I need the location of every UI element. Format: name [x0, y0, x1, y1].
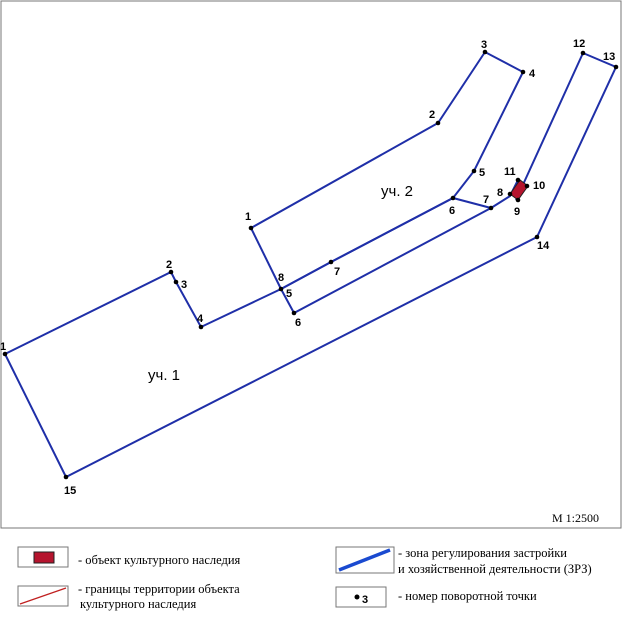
point-label: 10 [533, 180, 545, 192]
point-label: 8 [278, 272, 284, 284]
point-label: 1 [0, 341, 6, 353]
point-label: 12 [573, 38, 585, 50]
legend: - объект культурного наследия - границы … [17, 546, 592, 611]
point-dot [524, 183, 530, 189]
point-dot [515, 197, 521, 203]
point-label: 6 [295, 317, 301, 329]
heritage-border-swatch [19, 587, 67, 605]
point-dot [520, 69, 526, 75]
point-label: 7 [483, 194, 489, 206]
point-dot [291, 310, 297, 316]
zrz-swatch [338, 548, 391, 572]
legend-heritage-object-text: - объект культурного наследия [78, 553, 241, 567]
legend-zrz-text-2: и хозяйственной деятельности (ЗРЗ) [398, 562, 592, 576]
map-border [0, 0, 622, 529]
plot-2-boundary [250, 50, 525, 315]
point-dot [471, 168, 477, 174]
legend-zrz-text-1: - зона регулирования застройки [398, 546, 567, 560]
point-label: 5 [286, 288, 292, 300]
point-label: 9 [514, 206, 520, 218]
legend-turning-point: 3 - номер поворотной точки [335, 586, 537, 608]
plot-2-label: уч. 2 [381, 183, 413, 200]
point-dot [168, 269, 174, 275]
point-label: 14 [537, 240, 550, 252]
point-dot [515, 177, 521, 183]
point-dot [613, 64, 619, 70]
turning-point-swatch-number: 3 [362, 594, 368, 606]
point-label: 7 [334, 266, 340, 278]
heritage-swatch [33, 551, 55, 564]
point-label: 4 [197, 313, 204, 325]
point-dot [488, 205, 494, 211]
point-dot [173, 279, 179, 285]
point-label: 2 [429, 109, 435, 121]
point-dot [63, 474, 69, 480]
point-dot [278, 286, 284, 292]
map-scale: М 1:2500 [552, 511, 599, 525]
point-dot [450, 195, 456, 201]
legend-heritage-object: - объект культурного наследия [17, 546, 241, 568]
turning-point-swatch-dot [354, 594, 360, 600]
point-dot [534, 234, 540, 240]
point-dot [248, 225, 254, 231]
legend-heritage-border: - границы территории объекта культурного… [17, 582, 240, 611]
point-label: 4 [529, 68, 536, 80]
point-label: 6 [449, 205, 455, 217]
legend-zrz: - зона регулирования застройки и хозяйст… [335, 546, 592, 576]
point-label: 11 [504, 166, 516, 178]
legend-turning-point-text: - номер поворотной точки [398, 589, 537, 603]
plot-1-label: уч. 1 [148, 367, 180, 384]
legend-heritage-border-text-2: культурного наследия [80, 597, 196, 611]
point-label: 5 [479, 167, 485, 179]
point-label: 3 [181, 279, 187, 291]
turning-points [2, 49, 619, 480]
plot-2-inner-edge [250, 227, 282, 290]
point-dot [435, 120, 441, 126]
plot-2-point-labels: 1 2 3 4 5 6 7 8 [245, 39, 536, 284]
point-dot [507, 191, 513, 197]
point-label: 8 [497, 187, 503, 199]
point-dot [198, 324, 204, 330]
legend-heritage-border-text-1: - границы территории объекта [78, 582, 240, 596]
point-label: 13 [603, 51, 615, 63]
point-dot [328, 259, 334, 265]
plot-1-point-labels: 1 2 3 4 5 6 7 8 9 10 11 12 13 14 15 [0, 38, 615, 497]
point-label: 15 [64, 485, 76, 497]
point-dot [482, 49, 488, 55]
point-label: 3 [481, 39, 487, 51]
point-dot [2, 351, 8, 357]
point-label: 2 [166, 259, 172, 271]
point-label: 1 [245, 211, 251, 223]
point-dot [580, 50, 586, 56]
